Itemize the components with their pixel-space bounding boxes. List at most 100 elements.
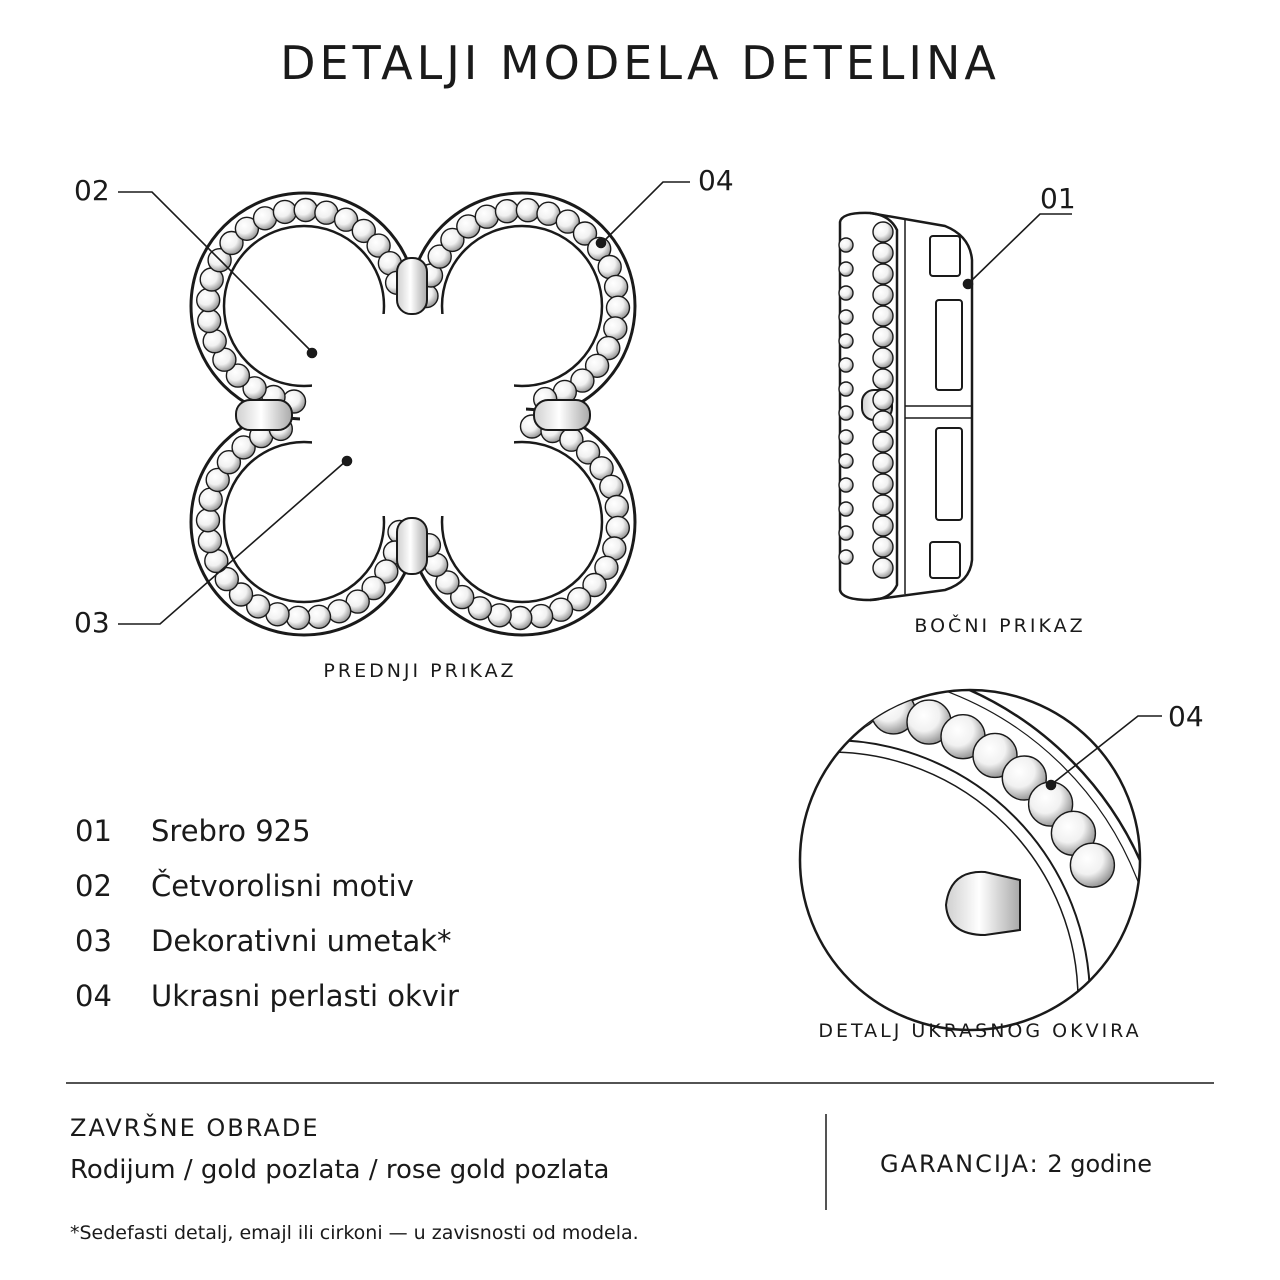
prong-right <box>533 399 591 431</box>
pearl-bead <box>306 604 332 629</box>
pearl-bead <box>872 347 894 369</box>
pearl-bead <box>582 572 607 598</box>
detail-callout-line <box>1045 715 1162 791</box>
pearl-bead <box>838 381 854 397</box>
pearl-bead <box>361 575 386 601</box>
pearl-bead <box>219 230 244 256</box>
pearl-bead <box>834 690 880 729</box>
legend-number: 04 <box>75 979 112 1013</box>
pearl-bead <box>195 287 221 313</box>
pearl-bead <box>872 473 894 495</box>
pearl-bead <box>427 244 452 269</box>
detail-view <box>626 688 1142 1032</box>
pearl-bead <box>214 566 240 592</box>
pearl-bead <box>374 559 399 584</box>
pearl-bead <box>838 309 854 325</box>
pearl-bead <box>450 584 475 610</box>
pearl-bead <box>626 746 670 790</box>
pearl-bead <box>231 435 256 460</box>
pearl-bead <box>872 452 894 474</box>
callout-04-detail: 04 <box>1168 700 1204 733</box>
caption-detail-view: DETALJ UKRASNOG OKVIRA <box>818 1020 1142 1042</box>
guarantee: GARANCIJA: 2 godine <box>880 1150 1152 1178</box>
legend-label: Četvorolisni motiv <box>151 869 414 903</box>
pearl-bead <box>351 218 376 244</box>
pearl-bead <box>800 690 843 728</box>
pearl-bead <box>205 467 230 493</box>
pearl-bead <box>293 197 318 223</box>
pearl-bead <box>566 587 592 612</box>
caption-side-view: BOČNI PRIKAZ <box>914 615 1086 637</box>
prong-left <box>235 399 293 431</box>
pearl-bead <box>838 477 854 493</box>
pearl-bead <box>333 207 359 232</box>
pearl-bead <box>872 389 894 411</box>
pearl-bead <box>872 515 894 537</box>
callout-03-front: 03 <box>74 606 110 639</box>
pearl-bead <box>838 357 854 373</box>
legend-item: 03 Dekorativni umetak* <box>75 924 452 958</box>
side-view <box>838 211 974 602</box>
callout-04-front: 04 <box>698 164 734 197</box>
pearl-bead <box>216 450 242 475</box>
pearl-bead <box>657 725 701 769</box>
front-pearl-beads <box>195 197 631 631</box>
pearl-bead <box>838 549 854 565</box>
pearl-bead <box>872 221 894 243</box>
pearl-bead <box>838 261 854 277</box>
callout-01-side: 01 <box>1040 182 1076 215</box>
pearl-bead <box>596 335 621 361</box>
prong-top <box>396 257 428 315</box>
pearl-bead <box>605 515 630 541</box>
pearl-bead <box>572 221 598 246</box>
pearl-bead <box>838 429 854 445</box>
pearl-bead <box>528 603 554 629</box>
legend-label: Ukrasni perlasti okvir <box>151 979 459 1013</box>
pearl-bead <box>467 596 493 621</box>
page-title: DETALJI MODELA DETELINA <box>280 36 1000 90</box>
legend-item: 01 Srebro 925 <box>75 814 311 848</box>
pearl-bead <box>272 199 298 225</box>
pearl-bead <box>575 440 601 465</box>
pearl-bead <box>599 474 624 499</box>
pearl-bead <box>197 528 223 554</box>
pearl-bead <box>872 368 894 390</box>
pearl-bead <box>327 599 352 624</box>
legend-item: 04 Ukrasni perlasti okvir <box>75 979 459 1013</box>
pearl-bead <box>838 237 854 253</box>
caption-front-view: PREDNJI PRIKAZ <box>323 660 517 682</box>
pearl-bead <box>202 329 227 354</box>
pearl-bead <box>440 227 465 253</box>
prong-bottom <box>396 517 428 575</box>
pearl-bead <box>872 494 894 516</box>
pearl-bead <box>872 263 894 285</box>
pearl-bead <box>584 353 610 378</box>
pearl-bead <box>195 508 221 533</box>
pearl-bead <box>474 204 499 229</box>
legend-item: 02 Četvorolisni motiv <box>75 869 414 903</box>
pearl-bead <box>838 333 854 349</box>
pearl-bead <box>603 274 629 300</box>
pearl-bead <box>690 708 734 752</box>
pearl-bead <box>555 209 580 234</box>
pearl-bead <box>435 570 460 595</box>
legend-number: 03 <box>75 924 112 958</box>
guarantee-label: GARANCIJA: <box>880 1150 1040 1178</box>
callout-02-front: 02 <box>74 174 110 207</box>
pearl-bead <box>872 557 894 579</box>
pearl-bead <box>246 594 271 619</box>
pearl-bead <box>604 494 629 520</box>
finishes-text: Rodijum / gold pozlata / rose gold pozla… <box>70 1155 610 1185</box>
pearl-bead <box>225 363 251 388</box>
pearl-bead <box>1069 842 1116 888</box>
pearl-bead <box>570 368 595 393</box>
pearl-bead <box>872 536 894 558</box>
legend-label: Srebro 925 <box>151 814 311 848</box>
pearl-bead <box>838 501 854 517</box>
pearl-bead <box>228 582 254 607</box>
legend-label: Dekorativni umetak* <box>151 924 452 958</box>
legend-number: 01 <box>75 814 112 848</box>
pearl-bead <box>872 410 894 432</box>
pearl-bead <box>515 197 541 223</box>
